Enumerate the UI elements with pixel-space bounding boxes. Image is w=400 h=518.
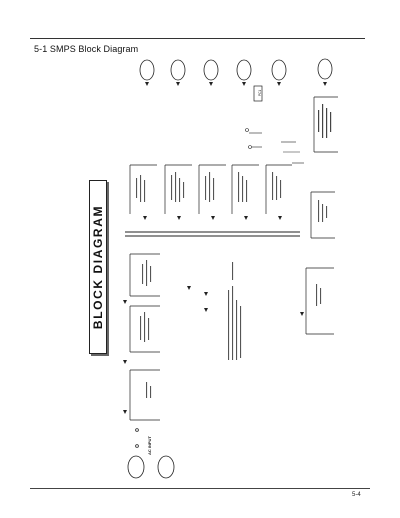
pc1-label: PC1 bbox=[258, 90, 262, 96]
text-glyphs bbox=[179, 178, 181, 202]
arrow bbox=[211, 216, 215, 220]
text-glyphs bbox=[322, 104, 324, 138]
arrow bbox=[323, 82, 327, 86]
text-glyphs bbox=[318, 110, 320, 132]
ac-input-circle-1 bbox=[127, 455, 145, 479]
bottom-rule bbox=[30, 488, 370, 489]
text-glyphs bbox=[232, 286, 234, 360]
text-glyphs bbox=[205, 176, 207, 200]
arrow bbox=[145, 82, 149, 86]
block-diagram-banner: BLOCK DIAGRAM bbox=[89, 180, 107, 354]
arrow bbox=[204, 292, 208, 296]
text-glyphs bbox=[330, 112, 332, 132]
page-title: 5-1 SMPS Block Diagram bbox=[34, 44, 139, 54]
connector-circle-2 bbox=[170, 59, 186, 81]
text-glyphs bbox=[146, 260, 148, 286]
arrow bbox=[143, 216, 147, 220]
text-glyphs bbox=[213, 178, 215, 200]
text-glyphs bbox=[144, 312, 146, 342]
text-glyphs bbox=[142, 264, 144, 284]
text-glyphs bbox=[150, 386, 152, 398]
text-glyphs bbox=[146, 382, 148, 398]
text-glyphs bbox=[280, 180, 282, 198]
pc1-box bbox=[253, 85, 263, 102]
text-glyphs bbox=[209, 172, 211, 202]
connector-circle-4 bbox=[236, 59, 252, 81]
text-glyphs bbox=[272, 172, 274, 200]
text-glyphs bbox=[232, 262, 234, 280]
text-glyphs bbox=[246, 180, 248, 202]
ac-input-label: AC INPUT bbox=[147, 436, 152, 455]
connector-circle-3 bbox=[203, 59, 219, 81]
arrow bbox=[123, 410, 127, 414]
text-glyphs bbox=[171, 175, 173, 200]
connector-circle-6 bbox=[317, 58, 333, 80]
text-glyphs bbox=[136, 178, 138, 198]
text-glyphs bbox=[140, 316, 142, 340]
text-glyphs bbox=[228, 290, 230, 360]
node bbox=[135, 444, 139, 448]
arrow bbox=[187, 286, 191, 290]
arrow bbox=[277, 82, 281, 86]
page-number: 5-4 bbox=[352, 492, 361, 498]
node bbox=[135, 428, 139, 432]
text-glyphs bbox=[175, 172, 177, 202]
text-glyphs bbox=[320, 288, 322, 304]
text-glyphs bbox=[238, 172, 240, 202]
text-glyphs bbox=[183, 182, 185, 198]
text-glyphs bbox=[276, 176, 278, 200]
connector-circle-1 bbox=[139, 59, 155, 81]
text-glyphs bbox=[242, 176, 244, 202]
node bbox=[245, 128, 249, 132]
arrow bbox=[209, 82, 213, 86]
text-glyphs bbox=[318, 200, 320, 222]
top-rule bbox=[30, 38, 365, 39]
arrow bbox=[244, 216, 248, 220]
ac-input-circle-2 bbox=[157, 455, 175, 479]
text-glyphs bbox=[236, 300, 238, 360]
text-glyphs bbox=[326, 206, 328, 218]
text-glyphs bbox=[144, 180, 146, 202]
text-glyphs bbox=[140, 175, 142, 202]
text-glyphs bbox=[240, 306, 242, 358]
text-glyphs bbox=[326, 108, 328, 138]
arrow bbox=[278, 216, 282, 220]
node bbox=[248, 145, 252, 149]
arrow bbox=[177, 216, 181, 220]
arrow bbox=[300, 312, 304, 316]
arrow bbox=[123, 300, 127, 304]
connector-circle-5 bbox=[271, 59, 287, 81]
arrow bbox=[204, 308, 208, 312]
arrow bbox=[176, 82, 180, 86]
arrow bbox=[123, 360, 127, 364]
arrow bbox=[242, 82, 246, 86]
text-glyphs bbox=[316, 284, 318, 306]
text-glyphs bbox=[148, 318, 150, 340]
text-glyphs bbox=[150, 266, 152, 282]
text-glyphs bbox=[322, 204, 324, 222]
